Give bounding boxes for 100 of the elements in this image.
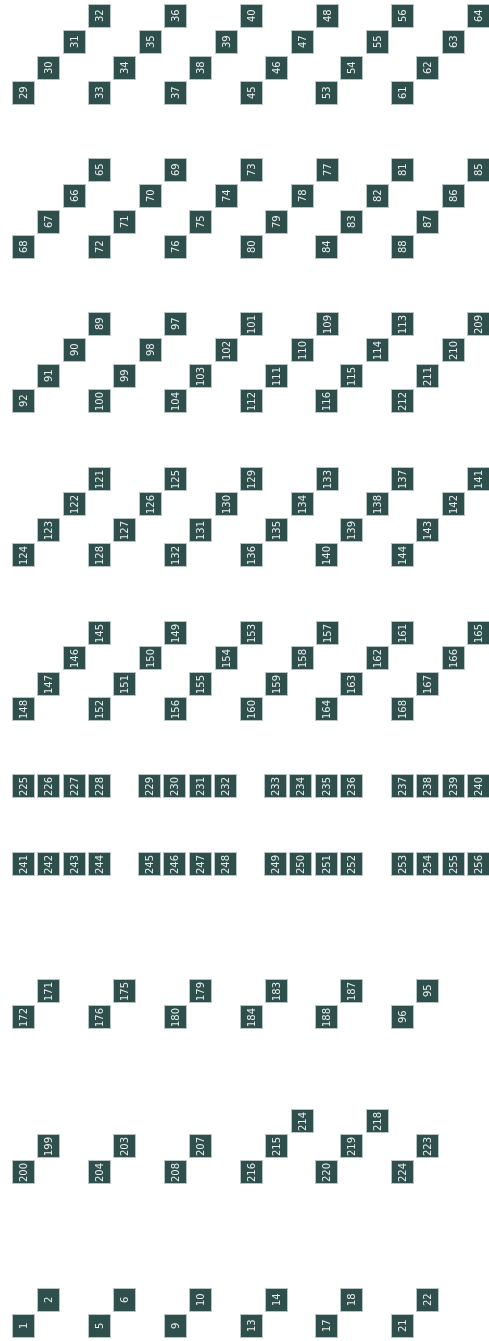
number-tile: 211 bbox=[416, 364, 440, 388]
number-tile: 81 bbox=[390, 158, 414, 182]
number-tile: 180 bbox=[164, 1005, 187, 1029]
number-tile: 70 bbox=[138, 184, 162, 208]
number-tile: 122 bbox=[62, 492, 86, 516]
number-tile: 140 bbox=[315, 543, 338, 567]
number-tile: 242 bbox=[37, 852, 61, 876]
number-tile: 31 bbox=[62, 30, 86, 54]
number-tile: 249 bbox=[264, 852, 287, 876]
number-tile: 35 bbox=[138, 30, 162, 54]
number-tile: 154 bbox=[214, 646, 238, 670]
number-tile: 220 bbox=[315, 1160, 338, 1184]
number-tile: 1 bbox=[12, 1314, 35, 1338]
number-tile: 247 bbox=[188, 852, 212, 876]
number-tile: 239 bbox=[441, 774, 465, 798]
number-tile: 228 bbox=[87, 774, 111, 798]
number-tile: 114 bbox=[365, 338, 389, 362]
number-tile: 227 bbox=[62, 774, 86, 798]
number-tile: 168 bbox=[391, 697, 414, 721]
number-tile: 216 bbox=[240, 1160, 263, 1184]
number-tile: 137 bbox=[390, 467, 414, 491]
number-tile: 209 bbox=[466, 312, 489, 336]
number-tile: 95 bbox=[416, 979, 440, 1003]
number-tile: 236 bbox=[339, 774, 363, 798]
number-tile: 125 bbox=[163, 467, 187, 491]
number-tile: 39 bbox=[214, 30, 238, 54]
number-tile: 80 bbox=[240, 235, 263, 259]
number-tile: 233 bbox=[264, 774, 287, 798]
number-tile: 97 bbox=[163, 312, 187, 336]
number-tile: 145 bbox=[87, 621, 111, 645]
number-tile: 9 bbox=[164, 1314, 187, 1338]
number-tile: 77 bbox=[315, 158, 339, 182]
number-tile: 136 bbox=[240, 543, 263, 567]
number-tile: 71 bbox=[113, 210, 137, 234]
number-tile: 179 bbox=[189, 979, 213, 1003]
number-tile: 98 bbox=[138, 338, 162, 362]
number-tile: 218 bbox=[365, 1109, 389, 1133]
number-tile: 21 bbox=[391, 1314, 414, 1338]
number-tile: 234 bbox=[289, 774, 313, 798]
number-tile: 243 bbox=[62, 852, 86, 876]
number-tile: 207 bbox=[189, 1134, 213, 1158]
number-tile: 225 bbox=[12, 774, 35, 798]
number-tile: 229 bbox=[138, 774, 161, 798]
number-tile: 199 bbox=[37, 1134, 61, 1158]
number-tile: 65 bbox=[87, 158, 111, 182]
number-tile: 87 bbox=[416, 210, 440, 234]
number-tile: 99 bbox=[113, 364, 137, 388]
number-tile: 219 bbox=[340, 1134, 364, 1158]
number-tile: 244 bbox=[87, 852, 111, 876]
number-tile: 124 bbox=[12, 543, 35, 567]
number-tile: 62 bbox=[416, 56, 440, 80]
number-tile: 252 bbox=[339, 852, 363, 876]
number-tile: 37 bbox=[164, 81, 187, 105]
number-tile: 163 bbox=[340, 672, 364, 696]
number-tile: 18 bbox=[340, 1288, 364, 1312]
number-tile: 231 bbox=[188, 774, 212, 798]
number-tile: 203 bbox=[113, 1134, 137, 1158]
number-tile: 224 bbox=[391, 1160, 414, 1184]
number-tile: 69 bbox=[163, 158, 187, 182]
number-tile: 130 bbox=[214, 492, 238, 516]
number-tile: 115 bbox=[340, 364, 364, 388]
number-tile: 10 bbox=[189, 1288, 213, 1312]
number-tile: 13 bbox=[240, 1314, 263, 1338]
number-tile: 232 bbox=[213, 774, 237, 798]
number-tile: 53 bbox=[315, 81, 338, 105]
number-tile: 101 bbox=[239, 312, 263, 336]
number-tile: 68 bbox=[12, 235, 35, 259]
number-tile: 144 bbox=[391, 543, 414, 567]
number-tile: 123 bbox=[37, 518, 61, 542]
number-tile: 204 bbox=[88, 1160, 111, 1184]
number-tile: 139 bbox=[340, 518, 364, 542]
number-tile: 55 bbox=[365, 30, 389, 54]
number-tile: 85 bbox=[466, 158, 489, 182]
number-tile: 66 bbox=[62, 184, 86, 208]
number-tile: 200 bbox=[12, 1160, 35, 1184]
number-tile: 30 bbox=[37, 56, 61, 80]
number-tile: 255 bbox=[441, 852, 465, 876]
number-tile: 171 bbox=[37, 979, 61, 1003]
number-tile: 72 bbox=[88, 235, 111, 259]
number-tile: 74 bbox=[214, 184, 238, 208]
number-tile: 162 bbox=[365, 646, 389, 670]
number-tile: 129 bbox=[239, 467, 263, 491]
number-tile: 230 bbox=[163, 774, 187, 798]
number-tile: 138 bbox=[365, 492, 389, 516]
number-tile: 32 bbox=[87, 4, 111, 28]
number-tile: 100 bbox=[88, 389, 111, 413]
number-tile: 73 bbox=[239, 158, 263, 182]
number-tile: 183 bbox=[265, 979, 289, 1003]
number-tile: 184 bbox=[240, 1005, 263, 1029]
number-tile: 63 bbox=[441, 30, 465, 54]
number-tile: 5 bbox=[88, 1314, 111, 1338]
number-tile: 132 bbox=[164, 543, 187, 567]
number-tile: 40 bbox=[239, 4, 263, 28]
number-tile: 2 bbox=[37, 1288, 61, 1312]
number-tile: 34 bbox=[113, 56, 137, 80]
number-tile: 240 bbox=[466, 774, 489, 798]
number-tile: 152 bbox=[88, 697, 111, 721]
number-tile: 6 bbox=[113, 1288, 137, 1312]
number-tile: 83 bbox=[340, 210, 364, 234]
number-tile: 150 bbox=[138, 646, 162, 670]
